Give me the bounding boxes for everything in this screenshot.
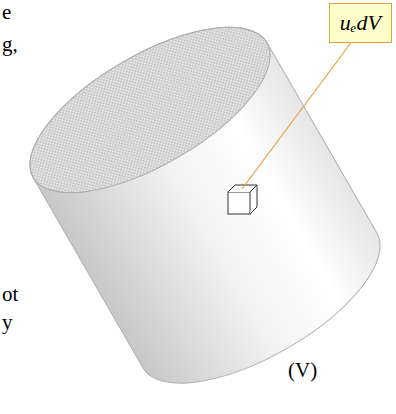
volume-label: (V) bbox=[288, 358, 317, 383]
callout-text: uₑdV bbox=[340, 10, 381, 36]
text-fragment: ot bbox=[2, 282, 18, 307]
cylinder-body bbox=[6, 0, 396, 414]
volume-element-cube bbox=[228, 185, 257, 214]
text-fragment: e bbox=[2, 0, 11, 25]
text-fragment: g, bbox=[2, 32, 18, 57]
cylinder-top-face bbox=[6, 0, 295, 225]
leader-line bbox=[242, 43, 351, 189]
callout-box: uₑdV bbox=[329, 3, 392, 43]
text-fragment: y bbox=[2, 310, 13, 335]
